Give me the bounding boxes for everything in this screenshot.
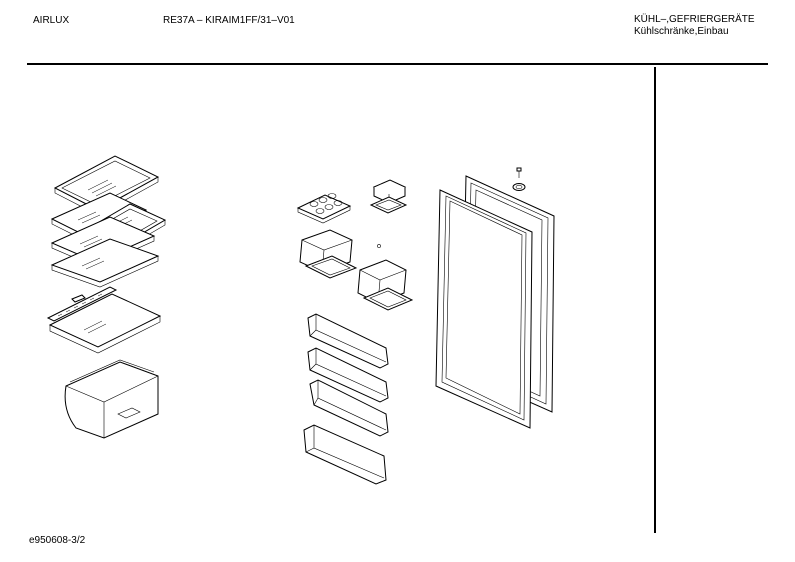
shelf-clip [72, 295, 85, 302]
butter-dish-with-lid [371, 180, 406, 213]
small-screw [377, 244, 380, 247]
vegetable-crisper-drawer [65, 360, 158, 438]
door-shelf-2 [308, 348, 388, 402]
brand-name: AIRLUX [33, 15, 70, 26]
door-gasket [436, 190, 532, 428]
door-bottle-shelf-1 [310, 380, 388, 436]
category-subtitle: Kühlschränke,Einbau [634, 26, 729, 37]
header-divider [27, 63, 768, 65]
drawing-code: e950608-3/2 [29, 535, 86, 546]
door-bottle-shelf-2 [304, 425, 386, 484]
model-number: RE37A – KIRAIM1FF/31–V01 [163, 15, 295, 26]
door-screw [517, 168, 521, 178]
door-shelf-1 [308, 314, 388, 368]
crisper-cover-with-rail [48, 287, 160, 353]
side-margin-divider [654, 67, 656, 533]
dairy-compartment-right [358, 260, 412, 310]
glass-shelf-4 [52, 239, 158, 287]
egg-tray [298, 194, 350, 224]
glass-shelf-2 [52, 193, 146, 242]
dairy-compartment-left [300, 230, 356, 278]
door-handle-cap [513, 184, 525, 191]
category-title: KÜHL–,GEFRIERGERÄTE [634, 14, 755, 25]
